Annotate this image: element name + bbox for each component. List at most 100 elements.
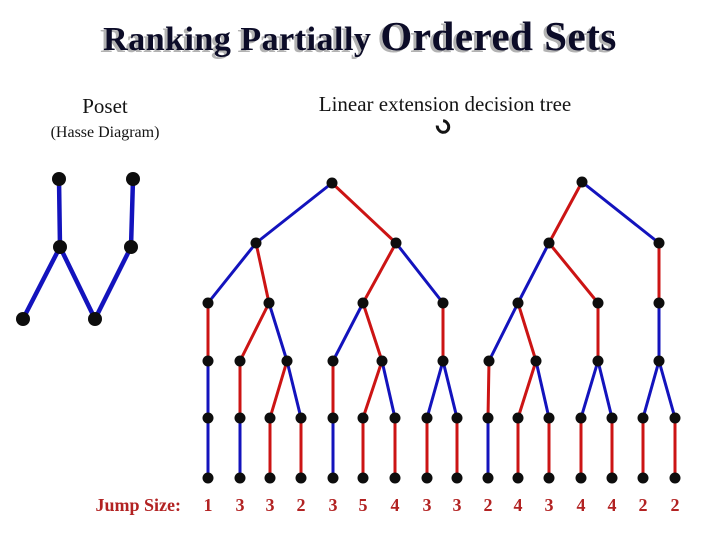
decision-tree-node (669, 472, 681, 484)
decision-tree-node (637, 412, 649, 424)
decision-tree-node (327, 472, 339, 484)
decision-tree-node (543, 237, 555, 249)
decision-tree-node (575, 412, 587, 424)
decision-tree-node (263, 297, 275, 309)
decision-tree-node (592, 297, 604, 309)
decision-tree-edge (487, 301, 520, 363)
decision-tree-node (669, 412, 681, 424)
hasse-diagram-sublabel: (Hasse Diagram) (50, 124, 160, 141)
jump-size-value: 3 (544, 495, 554, 515)
decision-tree-edge (361, 359, 384, 420)
decision-tree-edge (394, 241, 445, 305)
decision-tree-node (390, 237, 402, 249)
decision-tree-edge (579, 359, 600, 420)
decision-tree-edge (547, 241, 600, 305)
decision-tree-edge (361, 301, 384, 363)
decision-tree-node (295, 412, 307, 424)
jump-size-value: 2 (638, 495, 648, 515)
jump-size-value: 2 (483, 495, 493, 515)
jump-size-value: 4 (607, 495, 617, 515)
jump-size-value: 1 (203, 495, 213, 515)
decision-tree-edge (285, 359, 303, 420)
slide-title-part2: Ordered Sets (380, 13, 617, 59)
hasse-diagram-edge (92, 244, 134, 322)
decision-tree-node (653, 237, 665, 249)
decision-tree-label: Linear extension decision tree (318, 92, 572, 116)
jump-size-value: 4 (576, 495, 586, 515)
poset-label: Poset (82, 94, 128, 118)
jump-size-value: 3 (452, 495, 462, 515)
decision-tree-node (202, 355, 214, 367)
decision-tree-edge (268, 359, 289, 420)
decision-tree-node (606, 472, 618, 484)
decision-tree-node (327, 355, 339, 367)
decision-tree-node (389, 412, 401, 424)
hasse-diagram-node (124, 240, 138, 254)
decision-tree-edge (361, 241, 398, 305)
decision-tree-node (451, 472, 463, 484)
decision-tree-node (326, 177, 338, 189)
decision-tree-node (606, 412, 618, 424)
hasse-diagram-node (126, 172, 140, 186)
decision-tree-node (482, 412, 494, 424)
decision-tree-edge (254, 241, 271, 305)
decision-tree-node (421, 412, 433, 424)
decision-tree-node (543, 412, 555, 424)
jump-size-value: 2 (296, 495, 306, 515)
jump-size-value: 3 (328, 495, 338, 515)
decision-tree-node (512, 412, 524, 424)
slide-title-part1: Ranking Partially (103, 21, 381, 58)
hasse-diagram-edge (56, 176, 63, 250)
decision-tree-node (234, 412, 246, 424)
decision-tree-node (376, 355, 388, 367)
hasse-diagram-node (53, 240, 67, 254)
decision-tree-node (530, 355, 542, 367)
decision-tree-node (202, 472, 214, 484)
decision-tree-node (575, 472, 587, 484)
decision-tree-edge (254, 181, 334, 245)
hasse-diagram-node (52, 172, 66, 186)
decision-tree-node (637, 472, 649, 484)
decision-tree-edge (580, 180, 661, 245)
jump-size-value: 3 (265, 495, 275, 515)
decision-tree-node (234, 472, 246, 484)
decision-tree-edge (596, 359, 614, 420)
hasse-diagram-edge (57, 244, 98, 322)
decision-tree-node (264, 412, 276, 424)
jump-size-value: 2 (670, 495, 680, 515)
decision-tree-node (653, 355, 665, 367)
jump-size-value: 5 (358, 495, 368, 515)
decision-tree-node (264, 472, 276, 484)
decision-tree-edge (267, 301, 289, 363)
decision-tree-node (576, 176, 588, 188)
decision-tree-edge (547, 180, 584, 245)
decision-tree-node (512, 297, 524, 309)
decision-tree-node (592, 355, 604, 367)
decision-tree-node (512, 472, 524, 484)
decision-tree-edge (330, 181, 398, 245)
decision-tree-node (357, 412, 369, 424)
decision-tree-node (389, 472, 401, 484)
decision-tree-node (281, 355, 293, 367)
decision-tree-edge (641, 359, 661, 420)
decision-tree-node (437, 297, 449, 309)
decision-tree-edge (441, 359, 459, 420)
slide-title: Ranking Partially Ordered Sets (0, 12, 720, 60)
decision-tree-node (357, 472, 369, 484)
hasse-diagram-edge (20, 244, 63, 322)
decision-tree-edge (657, 359, 677, 420)
decision-tree-edge (516, 359, 538, 420)
decision-tree-node (327, 412, 339, 424)
decision-tree-node (250, 237, 262, 249)
hasse-diagram-edge (128, 176, 136, 250)
decision-tree-node (543, 472, 555, 484)
decision-tree-node (482, 472, 494, 484)
decision-tree-edge (486, 359, 491, 420)
decision-tree-node (202, 297, 214, 309)
decision-tree-node (202, 412, 214, 424)
decision-tree-node (451, 412, 463, 424)
hasse-diagram-node (16, 312, 30, 326)
jump-size-label: Jump Size: (95, 495, 182, 515)
decision-tree-node (421, 472, 433, 484)
decision-tree-edge (425, 359, 445, 420)
